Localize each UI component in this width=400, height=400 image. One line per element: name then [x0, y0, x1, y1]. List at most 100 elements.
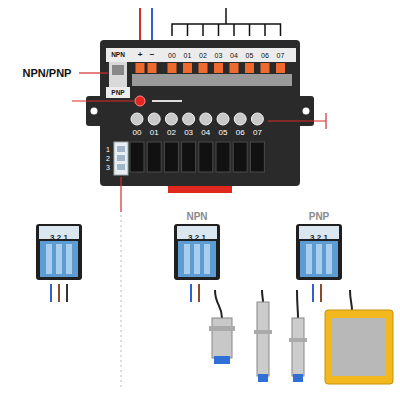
sensor-sockets — [250, 142, 264, 172]
plug-body: 3 2 1 — [174, 224, 220, 280]
sensor-sockets — [216, 142, 230, 172]
power-led — [152, 100, 182, 102]
callout-label: NPN/PNP — [23, 68, 72, 79]
sensor-sockets — [164, 142, 178, 172]
proximity-sensor — [289, 338, 307, 342]
spring-terminals — [230, 63, 239, 73]
spring-terminals — [136, 63, 145, 73]
switch-position: PNP — [111, 89, 124, 96]
plug-wires — [320, 284, 322, 302]
mode-switch — [106, 87, 130, 98]
channel-leds — [165, 113, 177, 125]
connector-plug: PNP 3 2 1 — [296, 210, 342, 280]
sensor-sockets — [130, 142, 264, 172]
channel-label: 06 — [236, 129, 245, 137]
plug-housing — [40, 241, 78, 277]
proximity-sensor — [214, 356, 230, 364]
channel-leds — [183, 113, 195, 125]
channel-bracket — [172, 8, 281, 36]
plug-housing — [300, 241, 338, 277]
power-connector — [117, 155, 125, 161]
pin-order: 3 2 1 — [50, 232, 68, 244]
proximity-sensor — [212, 318, 232, 358]
channel-leds — [217, 113, 229, 125]
sensor-sockets — [233, 142, 247, 172]
terminal-label: + — [138, 51, 143, 59]
mode-switch — [109, 62, 127, 87]
square-sensor — [332, 318, 386, 376]
spring-terminals — [136, 63, 286, 73]
proximity-sensor — [258, 374, 268, 382]
terminal-label: 02 — [199, 52, 207, 59]
plug-wires — [51, 284, 321, 302]
terminal-label: − — [150, 51, 155, 59]
spring-terminals — [214, 63, 223, 73]
channel-label: 00 — [133, 129, 142, 137]
spring-terminals — [261, 63, 270, 73]
channel-leds — [131, 113, 263, 125]
plug-slot — [316, 244, 322, 274]
plug-wires — [50, 284, 52, 302]
plug-frame — [36, 224, 82, 280]
proximity-sensor — [257, 302, 269, 376]
type-heading: PNP — [296, 210, 342, 224]
proximity-sensor — [209, 326, 235, 331]
red-leader-lines — [325, 113, 326, 129]
plug-slot — [306, 244, 312, 274]
power-connector — [117, 146, 125, 152]
channel-label: 05 — [219, 129, 228, 137]
plug-slot — [56, 244, 62, 274]
sensor-sockets — [147, 142, 161, 172]
supply-wires — [140, 8, 152, 40]
square-sensor — [350, 290, 352, 310]
type-heading: NPN — [174, 210, 220, 224]
channel-label: 03 — [184, 129, 193, 137]
proximity-sensor — [254, 330, 272, 334]
channel-label: 04 — [201, 129, 210, 137]
switch-position: NPN — [111, 52, 125, 59]
module-body — [86, 40, 314, 193]
proximity-sensor — [293, 374, 303, 382]
plug-frame — [174, 224, 220, 280]
channel-leds — [148, 113, 160, 125]
divider-line — [121, 215, 122, 390]
plug-label-row: 3 2 1 — [174, 224, 220, 244]
spring-terminals — [148, 63, 157, 73]
red-leader-lines — [79, 72, 108, 73]
plug-wires — [190, 284, 192, 302]
pin-order: 3 2 1 — [310, 232, 328, 244]
square-sensor — [325, 310, 393, 384]
plug-body: 3 2 1 — [296, 224, 342, 280]
channel-leds — [234, 113, 246, 125]
plug-wires — [312, 284, 314, 302]
divider-line — [121, 215, 122, 390]
channel-leds — [251, 113, 263, 125]
proximity-sensor — [289, 290, 307, 382]
sensor-sockets — [130, 142, 144, 172]
terminal-label: 00 — [168, 52, 176, 59]
connector-plug: 3 2 1 — [36, 224, 82, 280]
red-leader-lines — [72, 100, 134, 101]
power-connector — [117, 164, 125, 170]
mode-switch — [106, 62, 130, 98]
module-body — [132, 74, 292, 86]
terminal-label: 01 — [184, 52, 192, 59]
plug-outline — [296, 224, 342, 280]
channel-bracket — [172, 24, 281, 36]
module-body — [100, 40, 300, 186]
spring-terminals — [183, 63, 192, 73]
pin-order: 3 2 1 — [188, 232, 206, 244]
plug-housing — [178, 241, 216, 277]
channel-label: 01 — [150, 129, 159, 137]
channel-bracket — [225, 8, 227, 24]
module-body — [168, 186, 232, 193]
plug-slot — [326, 244, 332, 274]
plug-frame — [296, 224, 342, 280]
terminal-label: 04 — [230, 52, 238, 59]
spring-terminals — [168, 63, 177, 73]
plug-slot — [46, 244, 52, 274]
power-led — [135, 96, 182, 106]
plug-wires — [58, 284, 60, 302]
